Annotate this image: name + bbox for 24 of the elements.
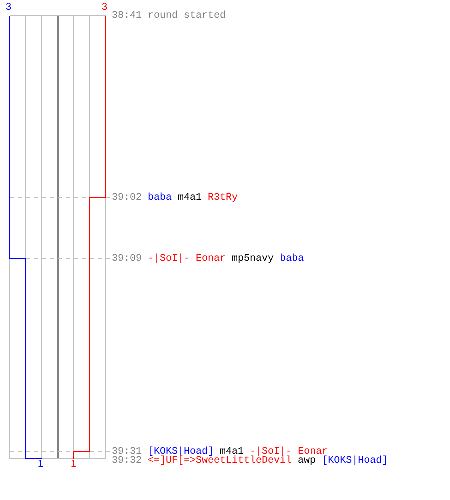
player-name: -|SoI|- [250, 448, 292, 457]
time-text: 38:41 [112, 12, 142, 21]
time-text: 39:09 [112, 255, 142, 264]
count-number: 1 [71, 460, 77, 470]
weapon-name: m4a1 [220, 448, 244, 457]
event-text: round started [148, 12, 226, 21]
player-name: [KOKS|Hoad] [148, 448, 214, 457]
weapon-name: mp5navy [232, 255, 274, 264]
player-name: Eonar [298, 448, 328, 457]
count-number: 3 [6, 3, 12, 13]
time-text: 39:02 [112, 194, 142, 203]
count-number: 1 [38, 460, 44, 470]
player-name: <=]UF[=>SweetLittleDevil [148, 457, 292, 466]
count-number: 3 [102, 3, 108, 13]
player-name: baba [148, 194, 172, 203]
player-name: baba [280, 255, 304, 264]
player-name: Eonar [196, 255, 226, 264]
player-name: R3tRy [208, 194, 238, 203]
weapon-name: awp [298, 457, 316, 466]
player-name: [KOKS|Hoad] [322, 457, 388, 466]
time-text: 39:31 [112, 448, 142, 457]
player-name: -|SoI|- [148, 255, 190, 264]
weapon-name: m4a1 [178, 194, 202, 203]
time-text: 39:32 [112, 457, 142, 466]
